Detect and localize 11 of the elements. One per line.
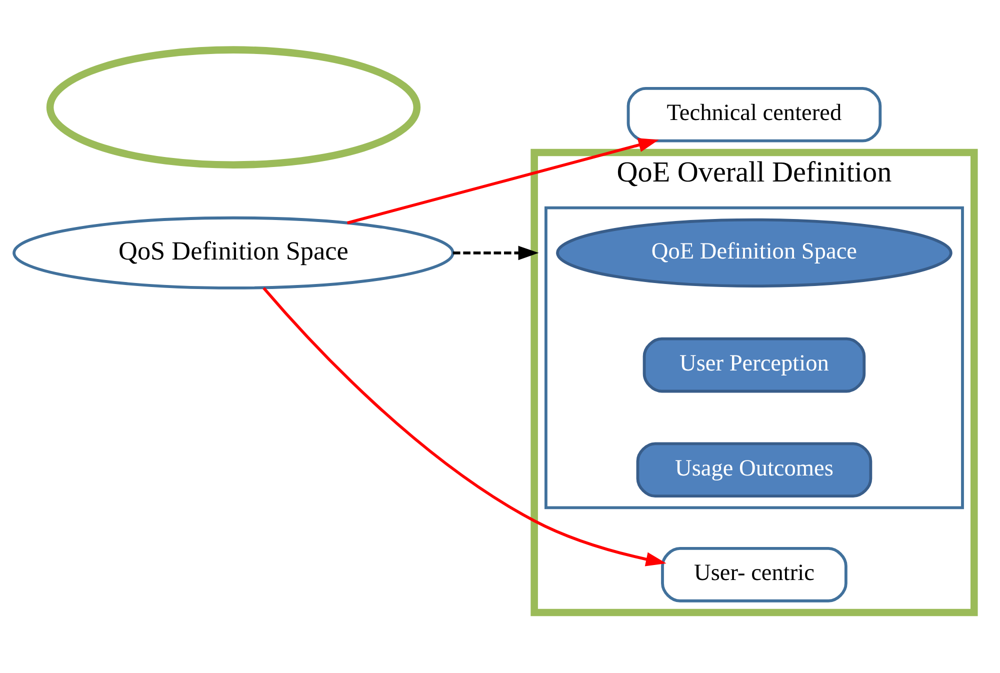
arrow [262, 286, 666, 566]
arrow [453, 245, 539, 260]
node-ellipse [46, 46, 421, 168]
node-box: Usage Outcomes [636, 442, 872, 497]
cluster [544, 206, 964, 509]
node-box: Technical centered [626, 86, 882, 142]
node-ellipse: QoS Definition Space [12, 216, 454, 289]
node-ellipse: QoE Definition Space [556, 218, 952, 288]
node-box: User- centric [661, 546, 848, 602]
arrow [346, 138, 659, 224]
node-box: User Perception [642, 336, 866, 392]
